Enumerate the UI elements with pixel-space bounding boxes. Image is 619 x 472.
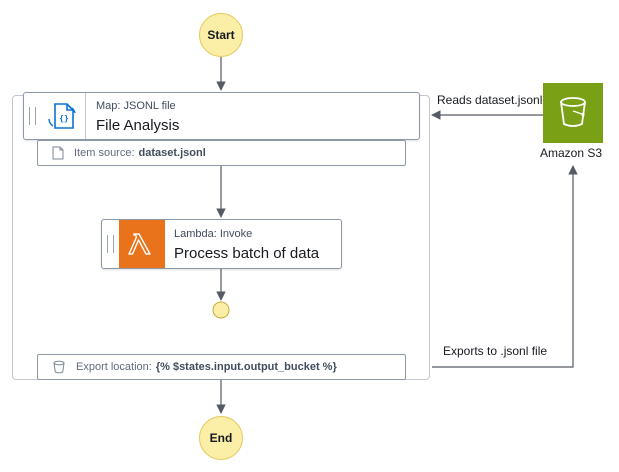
drag-handle[interactable] (107, 235, 114, 253)
bucket-outline-icon (53, 360, 65, 374)
end-of-iteration-junction (212, 301, 230, 319)
start-label: Start (207, 28, 235, 42)
start-node[interactable]: Start (199, 13, 243, 57)
item-source-label: Item source: (74, 147, 135, 159)
reads-edge-label: Reads dataset.jsonl (437, 93, 543, 107)
lambda-state-type: Lambda: Invoke (174, 228, 253, 240)
export-location-value: {% $states.input.output_bucket %} (155, 361, 337, 373)
lambda-icon (128, 233, 151, 255)
lambda-state-card[interactable]: Lambda: Invoke Process batch of data (101, 219, 342, 269)
export-location-bar[interactable]: Export location: {% $states.input.output… (37, 354, 406, 380)
item-source-value: dataset.jsonl (138, 147, 206, 159)
drag-handle[interactable] (29, 107, 36, 125)
edge-export-to-s3 (432, 165, 578, 368)
map-icon-box: {} (39, 93, 86, 139)
map-state-card[interactable]: {} Map: JSONL file File Analysis (23, 92, 420, 140)
bucket-icon (560, 97, 586, 127)
exports-edge-label: Exports to .jsonl file (443, 344, 548, 358)
map-state-name: File Analysis (96, 117, 180, 134)
item-source-bar[interactable]: Item source: dataset.jsonl (37, 140, 406, 166)
export-location-label: Export location: (76, 361, 152, 373)
map-state-type: Map: JSONL file (96, 100, 176, 112)
s3-service-box[interactable] (543, 83, 603, 143)
document-icon (52, 146, 64, 160)
end-label: End (209, 431, 233, 445)
end-node[interactable]: End (199, 416, 243, 460)
lambda-state-name: Process batch of data (174, 245, 320, 262)
s3-label: Amazon S3 (540, 146, 603, 160)
svg-text:{}: {} (59, 114, 69, 123)
json-file-icon: {} (48, 103, 76, 129)
lambda-icon-box (119, 220, 165, 268)
